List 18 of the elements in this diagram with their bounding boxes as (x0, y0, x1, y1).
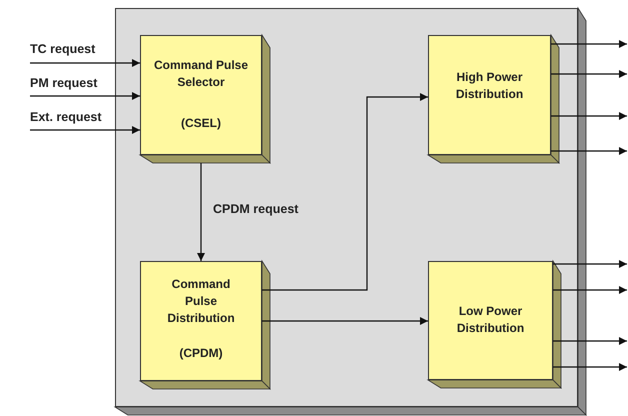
arrow (553, 337, 627, 345)
arrow (551, 40, 627, 48)
arrow (551, 70, 627, 78)
arrow (553, 286, 627, 294)
arrow (551, 112, 627, 120)
arrow (553, 260, 627, 268)
arrow (553, 363, 627, 371)
arrow (197, 163, 205, 261)
arrow (262, 317, 428, 325)
arrow (30, 126, 140, 134)
arrow (30, 92, 140, 100)
edge-label: PM request (29, 76, 98, 91)
edge-label: Ext. request (29, 110, 103, 125)
arrow (262, 93, 428, 291)
arrow (30, 59, 140, 67)
edge-label: TC request (29, 42, 96, 57)
edge-label: CPDM request (212, 202, 300, 217)
arrow (551, 147, 627, 155)
